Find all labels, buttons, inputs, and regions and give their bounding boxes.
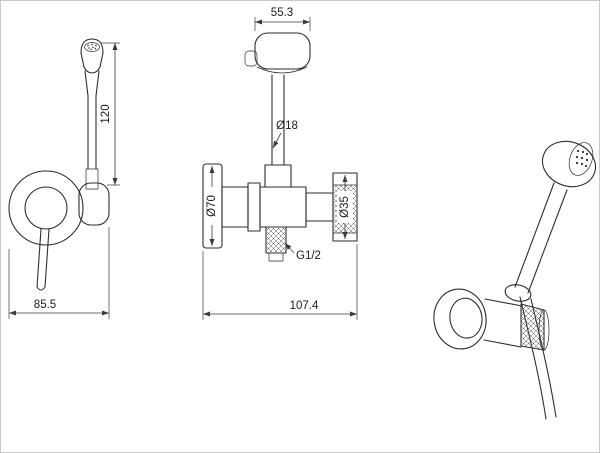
dimension-flange-diameter-label: Ø70	[206, 195, 218, 217]
sprayer-side	[80, 38, 104, 190]
valve-body-front	[202, 163, 358, 262]
valve-perspective	[433, 288, 550, 351]
dimension-flange-diameter: Ø70	[204, 166, 220, 246]
front-view: 55.3 Ø18 Ø70 Ø35 G1/2 107.4	[202, 7, 358, 320]
dimension-hose-diameter-label: Ø18	[276, 120, 298, 132]
dimension-sprayer-height-label: 120	[100, 104, 112, 123]
side-view: 120 85.5	[8, 38, 120, 319]
wall-bracket-side	[8, 170, 110, 291]
dimension-side-width: 85.5	[8, 227, 110, 319]
dimension-outlet-thread: G1/2	[284, 242, 321, 262]
dimension-side-width-label: 85.5	[34, 299, 56, 311]
perspective-view	[433, 140, 597, 420]
dimension-front-width: 107.4	[202, 244, 358, 320]
dimension-front-width-label: 107.4	[290, 300, 319, 312]
dimension-knob-diameter-label: Ø35	[339, 196, 351, 218]
dimension-head-width: 55.3	[254, 7, 311, 31]
dimension-outlet-thread-label: G1/2	[296, 250, 321, 262]
sprayer-front	[244, 32, 311, 74]
sprayer-perspective	[504, 140, 597, 420]
dimension-knob-diameter: Ø35	[337, 175, 353, 239]
dimension-hose-diameter: Ø18	[272, 120, 298, 149]
dimension-sprayer-height: 120	[100, 42, 120, 186]
dimension-head-width-label: 55.3	[271, 7, 293, 19]
